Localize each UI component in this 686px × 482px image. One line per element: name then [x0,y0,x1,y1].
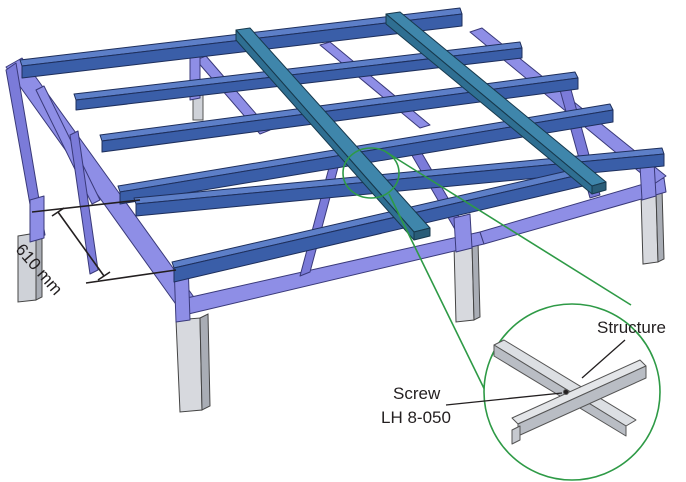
dimension-line [57,211,105,277]
truss-left-bottom-chord [5,62,46,239]
structure-leader [581,339,626,379]
post-front-left [175,317,203,413]
post-right-side [655,188,665,263]
callout-leader-1 [385,151,632,306]
purlin-3-face [101,77,579,153]
dimension-extension-upper [31,199,141,213]
purlin-5-face [135,153,665,217]
post-front-left-side [199,313,211,411]
truss-left-web-2 [69,130,99,275]
spacing-dimension [31,199,177,284]
dimension-extension-lower [85,269,177,284]
label-leaders [445,339,626,406]
support-posts [17,94,665,413]
post-front-middle [453,242,475,323]
truss-front-web-1 [299,159,341,277]
truss-front-vertical-mid [453,213,473,253]
detail-screw-head [563,389,569,395]
detail-channel-cross-lip [511,425,521,445]
channel-left-side [235,29,415,241]
detail-view [493,339,647,445]
structure-label: Structure [597,318,666,337]
post-right [640,191,659,265]
channels [235,11,607,241]
post-front-middle-side [471,239,481,321]
channel-right-side [385,13,593,195]
dimension-tick-upper [51,207,65,217]
dimension-tick-lower [97,271,111,281]
screw-label: Screw [393,384,441,403]
truss-left-vertical [29,195,45,243]
purlin-2-face [75,47,523,111]
purlins [19,7,665,283]
truss-front-bottom-chord-2 [479,177,667,245]
callout-small-circle [342,147,400,199]
screw-model-label: LH 8-050 [381,408,451,427]
screw-leader [445,392,563,406]
